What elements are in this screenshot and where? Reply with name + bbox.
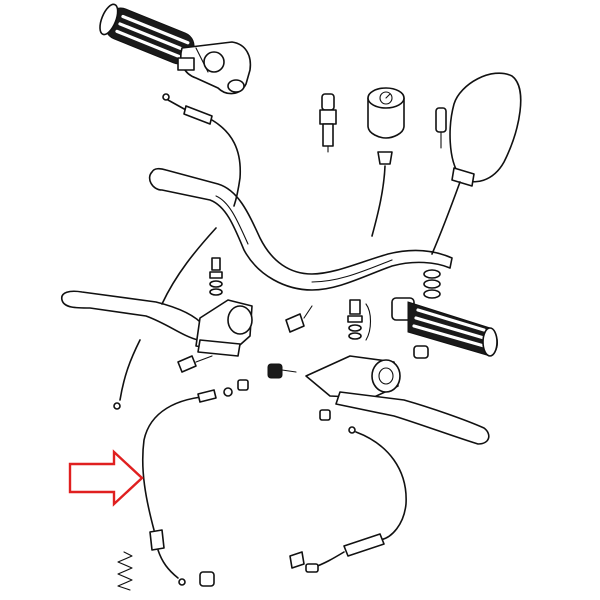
- right-lever[interactable]: [335, 391, 490, 445]
- fuse-holder[interactable]: [319, 93, 337, 153]
- cable-nut[interactable]: [267, 363, 297, 379]
- right-lever-bracket[interactable]: [305, 355, 401, 399]
- clutch-cable-upper[interactable]: [113, 227, 217, 410]
- clutch-cable-lower[interactable]: [305, 426, 407, 573]
- left-screw[interactable]: [177, 355, 213, 373]
- left-lever-bracket[interactable]: [195, 299, 253, 357]
- handlebar[interactable]: [148, 167, 453, 291]
- throttle-cable[interactable]: [141, 387, 233, 586]
- left-bolt-stack[interactable]: [209, 257, 223, 296]
- cable-adjuster[interactable]: [285, 305, 313, 333]
- mirror[interactable]: [431, 72, 522, 255]
- right-bolt-stack[interactable]: [347, 299, 372, 341]
- return-spring[interactable]: [117, 551, 133, 591]
- handlebar-end-spacers[interactable]: [423, 269, 441, 299]
- throttle-housing[interactable]: [177, 41, 252, 95]
- throttle-cable-upper[interactable]: [162, 93, 242, 207]
- indicator-bulb[interactable]: [435, 107, 447, 149]
- right-grip[interactable]: [391, 297, 498, 357]
- cable-end-nipple[interactable]: [237, 379, 331, 421]
- cable-end-barrel[interactable]: [199, 571, 215, 587]
- left-lever[interactable]: [60, 290, 205, 341]
- cable-ferrule[interactable]: [289, 551, 305, 569]
- throttle-grip-top[interactable]: [96, 2, 198, 68]
- speedometer[interactable]: [367, 87, 405, 237]
- right-bushing[interactable]: [413, 345, 429, 359]
- highlight-arrow: [68, 449, 144, 507]
